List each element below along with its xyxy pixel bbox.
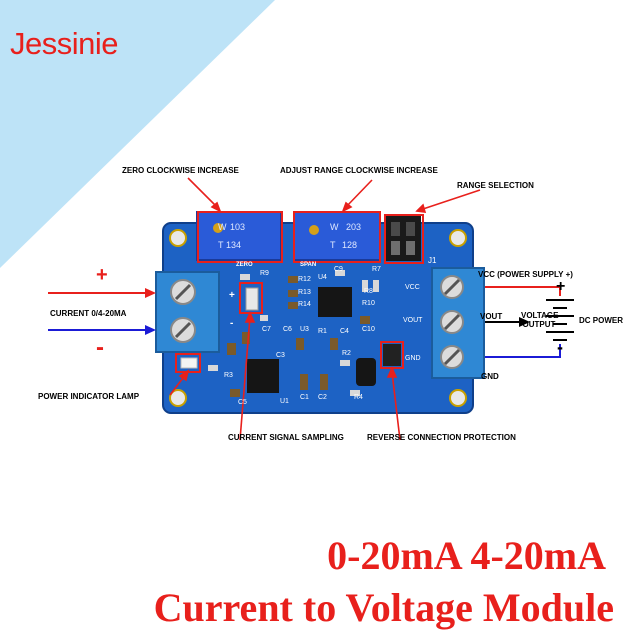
title-line-2: Current to Voltage Module [153,585,614,630]
silk-u1: U1 [280,398,289,405]
input-minus-sign: - [96,334,104,361]
silk-r1: R1 [318,328,327,335]
pot2-w: W [330,222,339,232]
silk-r8: R8 [364,288,373,295]
silk-r2: R2 [342,350,351,357]
silk-c2: C2 [318,394,327,401]
pot2-code-top: 203 [346,222,362,232]
silk-zero: ZERO [236,262,253,268]
battery-minus-sign: - [557,337,563,357]
silk-c3: C3 [276,352,285,359]
silk-c10: C10 [362,326,375,333]
silk-vout: VOUT [403,317,423,324]
silk-r3: R3 [224,372,233,379]
silk-u3: U3 [300,326,309,333]
title-line-1: 0-20mA 4-20mA [327,533,606,578]
silk-r14: R14 [298,301,311,308]
brand-logo: Jessinie [10,26,119,61]
callout-zero: ZERO CLOCKWISE INCREASE [122,166,239,175]
silk-minus: - [230,318,234,329]
callout-voltage-output: VOLTAGE OUTPUT [521,311,559,329]
input-plus-sign: + [96,264,108,286]
silk-c4: C4 [340,328,349,335]
silk-r9: R9 [260,270,269,277]
pot1-code-bottom: 134 [226,240,242,250]
silk-vcc: VCC [405,284,420,291]
pot1-w: W [218,222,227,232]
callout-reverse-protection: REVERSE CONNECTION PROTECTION [367,433,516,442]
pot2-t: T [330,240,336,250]
silk-r10: R10 [362,300,375,307]
silk-span: SPAN [300,262,317,268]
silk-r4: R4 [354,394,363,401]
battery-plus-sign: + [556,278,566,295]
silk-c1: C1 [300,394,309,401]
callout-range-selection: RANGE SELECTION [457,181,534,190]
silk-c7: C7 [262,326,271,333]
callout-dc-power: DC POWER [579,316,623,325]
callout-power-indicator: POWER INDICATOR LAMP [38,392,140,401]
silk-r12: R12 [298,276,311,283]
callout-current-input: CURRENT 0/4-20MA [50,309,127,318]
callout-vcc: VCC (POWER SUPPLY +) [478,270,573,279]
silk-r7: R7 [372,266,381,273]
silk-gnd: GND [405,355,421,362]
silk-plus: + [229,290,235,301]
pot1-code-top: 103 [230,222,246,232]
silk-r13: R13 [298,289,311,296]
silk-c5: C5 [238,399,247,406]
silk-j1: J1 [428,256,437,265]
silk-c6: C6 [283,326,292,333]
callout-gnd: GND [481,372,499,381]
callout-vout: VOUT [480,312,503,321]
silk-u4: U4 [318,274,327,281]
silk-c9: C9 [334,266,343,273]
callout-adjust-range: ADJUST RANGE CLOCKWISE INCREASE [280,166,438,175]
callout-current-sampling: CURRENT SIGNAL SAMPLING [228,433,344,442]
pot1-t: T [218,240,224,250]
pot2-code-bottom: 128 [342,240,358,250]
